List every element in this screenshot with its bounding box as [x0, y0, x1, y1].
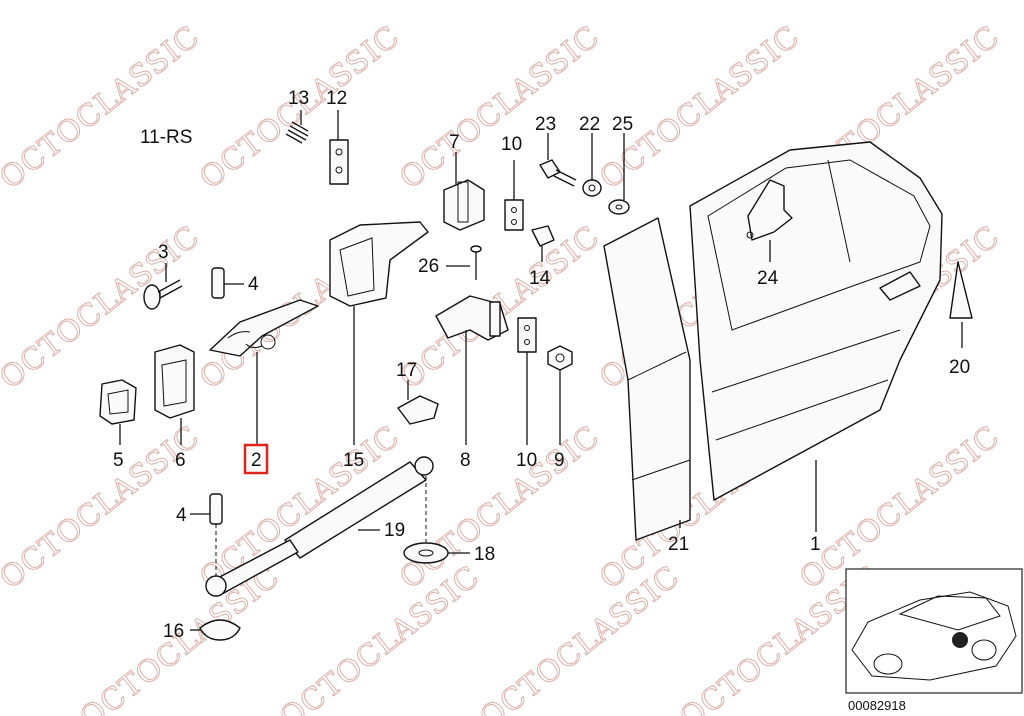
part-3-screw[interactable]: [143, 263, 183, 310]
part-18-washer[interactable]: [403, 476, 470, 564]
diagram-code: 00082918: [848, 698, 906, 713]
part-14-bushing[interactable]: [531, 225, 555, 262]
part-15-bracket[interactable]: [329, 221, 429, 445]
part-7-hinge-plate[interactable]: [443, 152, 485, 231]
callout-15[interactable]: 15: [343, 450, 364, 471]
callout-21[interactable]: 21: [668, 534, 689, 555]
watermark: OCTOCLASSIC: [393, 419, 606, 596]
callout-7[interactable]: 7: [449, 132, 460, 153]
car-silhouette: [851, 591, 1017, 681]
watermark: OCTOCLASSIC: [393, 19, 606, 196]
part-4-bolt-upper[interactable]: [211, 267, 244, 299]
location-marker: [952, 632, 968, 648]
callout-6[interactable]: 6: [175, 450, 186, 471]
callout-23[interactable]: 23: [535, 114, 556, 135]
part-8-hinge[interactable]: [435, 295, 509, 445]
callout-2-highlight: [243, 443, 269, 475]
section-label: 11-RS: [140, 127, 192, 148]
callout-12[interactable]: 12: [326, 88, 347, 109]
part-6-boot[interactable]: [154, 344, 195, 445]
part-22-washer[interactable]: [582, 133, 602, 197]
callout-17[interactable]: 17: [396, 360, 417, 381]
part-26-bolt[interactable]: [446, 245, 482, 280]
callout-2[interactable]: 2: [251, 450, 262, 471]
callout-24[interactable]: 24: [757, 268, 779, 289]
part-12-plate[interactable]: [329, 110, 349, 185]
part-16-bushing[interactable]: [190, 619, 241, 641]
callout-13[interactable]: 13: [288, 88, 309, 109]
part-20-trim[interactable]: [949, 261, 973, 348]
watermark: OCTOCLASSIC: [473, 559, 686, 716]
callout-8[interactable]: 8: [460, 450, 471, 471]
callout-4-lower[interactable]: 4: [176, 505, 187, 526]
callout-26[interactable]: 26: [418, 256, 439, 277]
callout-10-lower[interactable]: 10: [516, 450, 537, 471]
location-inset: 00082918: [845, 568, 1023, 713]
part-23-bolt[interactable]: [539, 133, 577, 187]
callout-labels: 13 12 3 4 5 6 2 7 10 23 22 25 26 14 15 1…: [113, 88, 970, 642]
part-10-plate-lower[interactable]: [517, 317, 537, 445]
part-13-screw[interactable]: [285, 110, 309, 144]
callout-19[interactable]: 19: [384, 520, 405, 541]
callout-16[interactable]: 16: [163, 621, 184, 642]
callout-1[interactable]: 1: [810, 534, 821, 555]
callout-9[interactable]: 9: [554, 450, 565, 471]
part-4-bolt-lower[interactable]: [190, 493, 223, 576]
watermark: OCTOCLASSIC: [0, 19, 206, 196]
callout-20[interactable]: 20: [949, 357, 970, 378]
callout-4-upper[interactable]: 4: [248, 274, 259, 295]
callout-18[interactable]: 18: [474, 544, 495, 565]
callout-3[interactable]: 3: [158, 242, 169, 263]
callout-10-upper[interactable]: 10: [501, 134, 522, 155]
part-24-bracket[interactable]: [746, 179, 793, 262]
part-2-door-check[interactable]: [209, 299, 319, 445]
part-5-grommet[interactable]: [99, 379, 137, 445]
inset-frame: [845, 568, 1023, 694]
part-25-washer[interactable]: [608, 133, 630, 215]
callout-22[interactable]: 22: [579, 114, 600, 135]
part-17-clip[interactable]: [397, 380, 439, 425]
callout-5[interactable]: 5: [113, 450, 124, 471]
callout-25[interactable]: 25: [612, 114, 633, 135]
part-10-plate-upper[interactable]: [504, 160, 524, 231]
watermark: OCTOCLASSIC: [273, 559, 486, 716]
part-21-seal[interactable]: [603, 217, 691, 541]
part-9-nut[interactable]: [547, 345, 573, 445]
callout-14[interactable]: 14: [529, 268, 551, 289]
part-1-door[interactable]: [689, 141, 943, 532]
